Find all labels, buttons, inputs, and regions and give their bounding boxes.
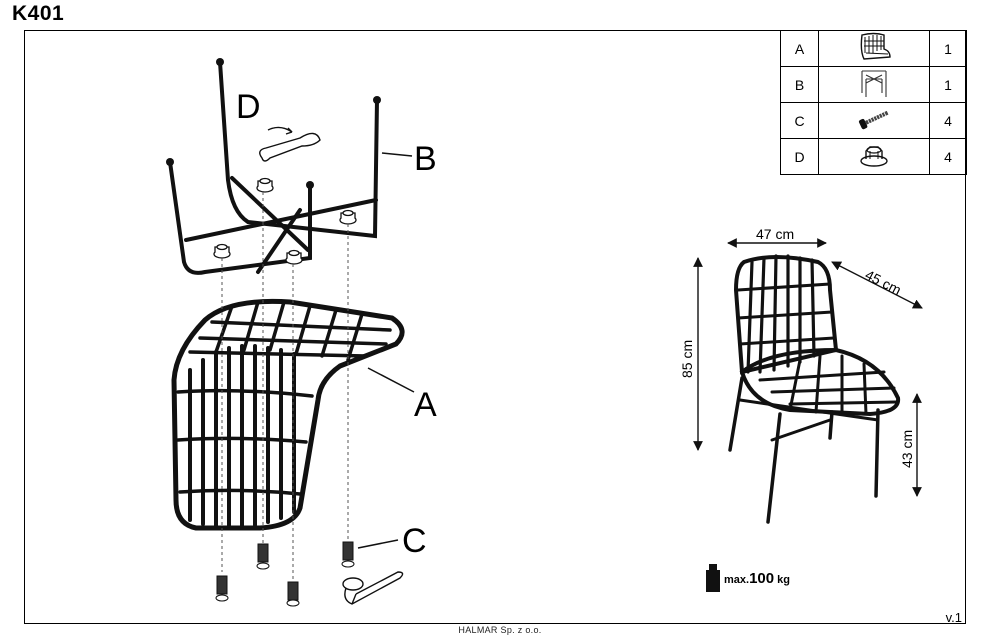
callout-a: A (414, 386, 437, 424)
part-qty: 4 (929, 138, 967, 175)
callout-c: C (402, 522, 427, 560)
product-code: K401 (12, 2, 65, 25)
max-load-value: 100 (749, 570, 775, 587)
assembled-chair (728, 254, 901, 524)
part-qty: 1 (929, 30, 967, 67)
weight-icon (706, 564, 720, 592)
company-footer: HALMAR Sp. z o.o. (458, 625, 542, 635)
chair-frame-icon (818, 66, 930, 103)
parts-row-d: D 4 (780, 138, 967, 175)
callout-d: D (236, 88, 261, 126)
version-label: v.1 (945, 610, 962, 625)
diagram-frame (24, 30, 966, 624)
washer-nut-icon (213, 177, 357, 265)
dim-width: 47 cm (756, 226, 794, 242)
callout-b: B (414, 140, 437, 178)
dim-depth: 45 cm (863, 266, 904, 298)
part-letter: A (780, 30, 819, 67)
chair-frame-b (168, 60, 379, 275)
dim-height: 85 cm (679, 340, 695, 378)
washer-nut-icon (818, 138, 930, 175)
part-letter: D (780, 138, 819, 175)
screw-icon (215, 541, 355, 607)
parts-row-b: B 1 (780, 66, 967, 103)
max-load-prefix: max. (724, 574, 750, 586)
screw-icon (818, 102, 930, 139)
seat-icon (818, 30, 930, 67)
parts-table: A 1 B 1 C (780, 30, 967, 175)
hex-key-icon (342, 571, 404, 605)
wrench-icon (259, 126, 321, 162)
dim-seat-height: 43 cm (899, 430, 915, 468)
parts-row-c: C 4 (780, 102, 967, 139)
max-load-unit: kg (777, 574, 791, 586)
seat-a (171, 298, 405, 531)
part-qty: 1 (929, 66, 967, 103)
parts-row-a: A 1 (780, 30, 967, 67)
max-load-label: max.100 kg (724, 570, 790, 587)
